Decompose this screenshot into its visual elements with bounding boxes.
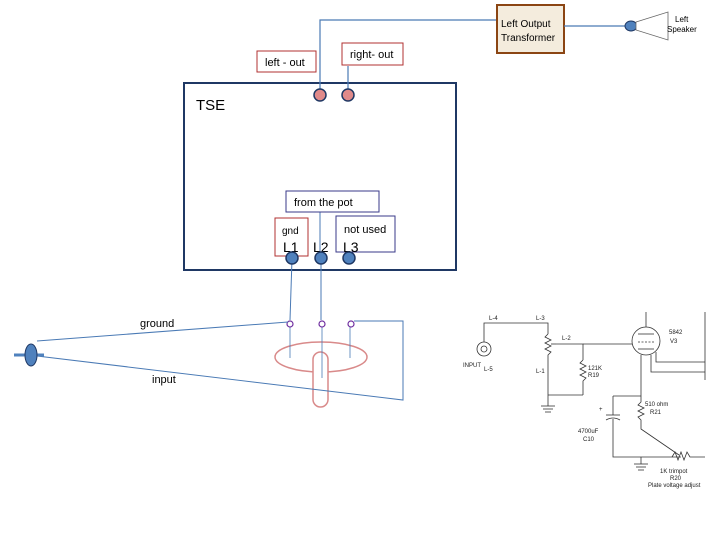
input-label: input — [152, 374, 176, 386]
left-out-label-box — [256, 50, 317, 73]
speaker-cone-icon — [635, 11, 669, 41]
gnd-label: gnd — [282, 226, 299, 237]
schematic-c10a: 4700uF — [578, 429, 599, 435]
schematic-wire-l4 — [483, 322, 549, 342]
l2-jack — [314, 251, 328, 265]
schematic-pot — [544, 333, 552, 406]
schematic-heater-lead2 — [655, 352, 705, 363]
schematic-tube-b: V3 — [670, 339, 678, 345]
schematic-r19 — [579, 359, 587, 395]
schematic-c10-plate2 — [605, 417, 621, 421]
right-out-label: right- out — [350, 49, 393, 61]
schematic-r21a: 510 ohm — [645, 402, 668, 408]
schematic-r19b: R19 — [588, 373, 600, 379]
schematic-r21b: R21 — [650, 410, 662, 416]
schematic-l1: L-1 — [536, 369, 545, 375]
l1-label: L1 — [283, 239, 299, 255]
output-transformer — [496, 4, 565, 54]
left-out-label: left - out — [265, 57, 305, 69]
l2-label: L2 — [313, 239, 329, 255]
speaker-line1: Left — [675, 15, 689, 24]
schematic-r20 — [671, 450, 705, 462]
transformer-line2: Transformer — [501, 33, 556, 44]
schematic-r20c: Plate voltage adjust — [648, 483, 701, 489]
ground-label: ground — [140, 318, 174, 330]
schematic-heater-lead1 — [650, 355, 705, 373]
l1-lead — [289, 258, 293, 321]
left-out-jack — [313, 88, 327, 102]
l1-jack — [285, 251, 299, 265]
schematic-tube-a: 5842 — [669, 330, 683, 336]
from-pot-label: from the pot — [294, 197, 353, 209]
ground-wire — [36, 321, 289, 342]
schematic-l3: L-3 — [536, 316, 545, 322]
schematic — [476, 312, 706, 471]
schematic-tube — [631, 326, 661, 356]
pot-lug3 — [347, 320, 355, 328]
schematic-l4: L-4 — [489, 316, 498, 322]
left-out-wire — [319, 19, 497, 94]
schematic-l2: L-2 — [562, 336, 571, 342]
schematic-r21 — [637, 396, 680, 456]
schematic-r20a: 1K trimpot — [660, 469, 688, 475]
from-pot-label-box — [285, 190, 380, 213]
schematic-input-jack — [476, 341, 492, 357]
l3-jack — [342, 251, 356, 265]
transformer-line1: Left Output — [501, 19, 551, 30]
pot-lug2 — [318, 320, 326, 328]
speaker-line2: Speaker — [667, 25, 697, 34]
schematic-input-label: INPUT — [463, 363, 481, 369]
input-plug-icon — [24, 343, 38, 367]
schematic-r20b: R20 — [670, 476, 682, 482]
schematic-r19a: 121K — [588, 366, 602, 372]
schematic-plus: + — [599, 407, 603, 413]
tse-title: TSE — [196, 97, 225, 114]
l3-label: L3 — [343, 239, 359, 255]
pot-shaft — [312, 351, 329, 408]
input-wire — [36, 320, 404, 401]
schematic-c10b: C10 — [583, 437, 595, 443]
speaker-icon — [624, 20, 638, 32]
schematic-l5: L-5 — [484, 367, 493, 373]
pot-lug1 — [286, 320, 294, 328]
not-used-label-box — [335, 215, 396, 253]
right-out-jack — [341, 88, 355, 102]
right-out-label-box — [341, 42, 404, 66]
schematic-c10-bottom — [612, 419, 681, 458]
not-used-label: not used — [344, 224, 386, 236]
schematic-input-jack-center — [480, 345, 488, 353]
schematic-wire-l2 — [556, 343, 584, 360]
